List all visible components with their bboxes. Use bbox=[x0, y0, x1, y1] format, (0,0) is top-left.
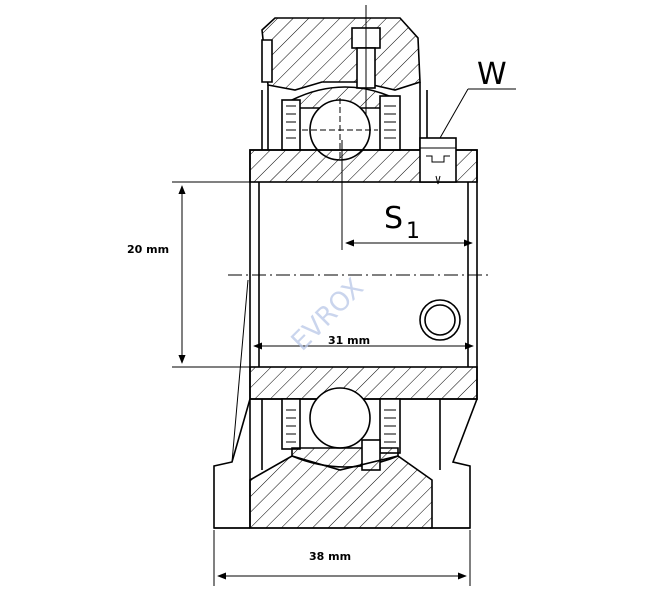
grease-nipple bbox=[351, 5, 381, 130]
dim-base-width-label: 38 mm bbox=[309, 550, 351, 563]
upper-bearing bbox=[281, 86, 401, 161]
s1-subscript: 1 bbox=[406, 219, 420, 244]
dim-height: 20 mm bbox=[127, 181, 255, 368]
dim-height-label: 20 mm bbox=[127, 243, 169, 256]
dim-inner-width: 31 mm bbox=[231, 279, 474, 463]
set-screw bbox=[419, 137, 457, 185]
dim-s1: S 1 bbox=[341, 140, 473, 250]
lower-ball bbox=[309, 387, 371, 449]
dim-base-width: 38 mm bbox=[213, 530, 471, 586]
housing-base bbox=[213, 398, 478, 529]
w-label: W bbox=[477, 57, 507, 92]
w-callout: W bbox=[439, 57, 516, 139]
s1-symbol: S bbox=[384, 201, 403, 236]
dim-inner-width-label: 31 mm bbox=[328, 334, 370, 347]
lock-hole bbox=[419, 299, 461, 341]
